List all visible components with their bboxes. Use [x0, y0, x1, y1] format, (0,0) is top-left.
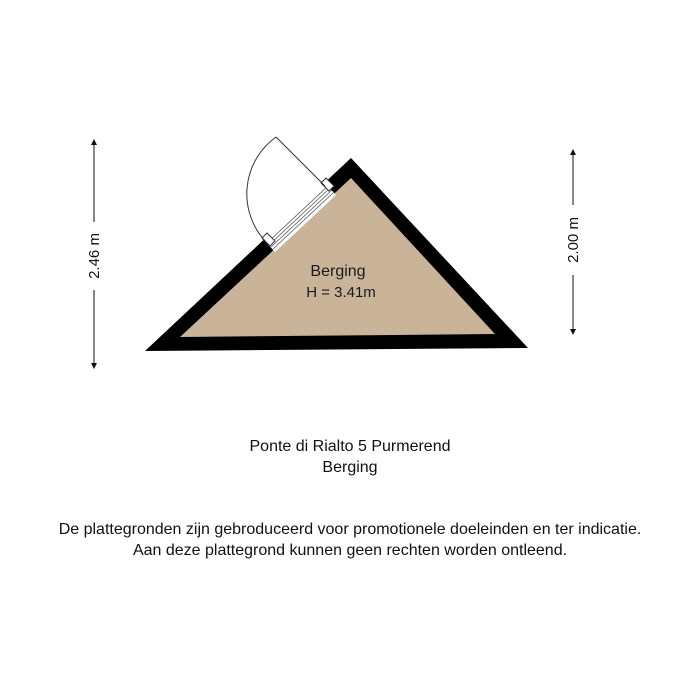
room-floor-berging: [180, 178, 495, 337]
dimension-right-label: 2.00 m: [565, 217, 582, 263]
disclaimer-line-1: De plattegronden zijn gebroduceerd voor …: [58, 521, 642, 538]
room-height-label: H = 3.41m: [306, 284, 376, 301]
caption-address: Ponte di Rialto 5 Purmerend: [249, 438, 451, 455]
dimension-right: 2.00 m: [565, 149, 582, 335]
caption-floor-name: Berging: [322, 459, 378, 476]
door-frame: [266, 185, 335, 250]
room-name-label: Berging: [310, 263, 365, 280]
dimension-left-label: 2.46 m: [86, 233, 103, 279]
door-arc: [246, 136, 277, 243]
disclaimer-line-2: Aan deze plattegrond kunnen geen rechten…: [132, 542, 568, 559]
door-swing: [246, 136, 326, 243]
door-jambs: [261, 177, 335, 247]
dimension-left: 2.46 m: [86, 139, 103, 369]
door-leaf: [275, 136, 326, 187]
